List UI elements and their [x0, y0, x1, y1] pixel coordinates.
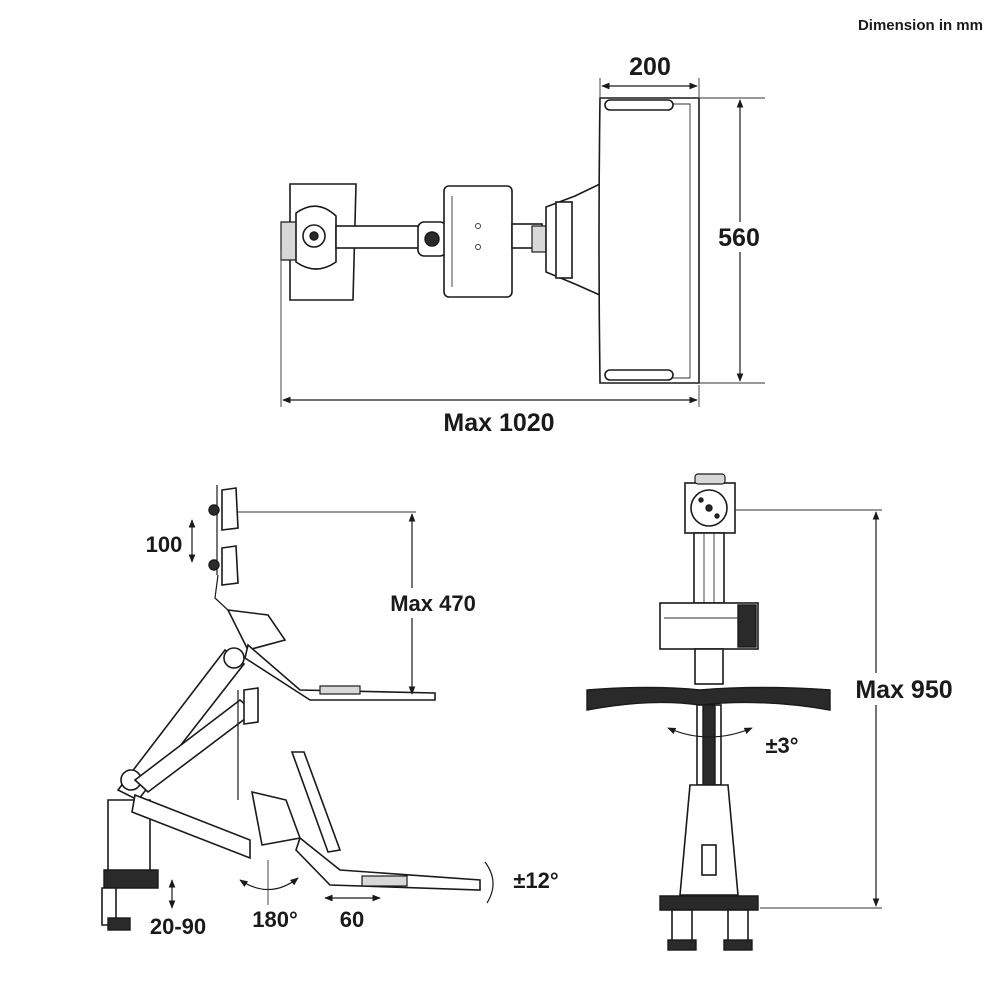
keyboard-tray-lowered [295, 836, 481, 891]
front-view: ±3° Max 950 [586, 473, 962, 951]
units-note: Dimension in mm [858, 17, 983, 34]
desk-clamp [103, 869, 159, 889]
width-label: 200 [629, 53, 671, 81]
clamp-range-label: 20-90 [150, 914, 206, 939]
forearm-link [131, 793, 251, 860]
side-view: 100 Max 470 20-90 180° 60 ±12° [101, 485, 559, 939]
upper-arm-segment [335, 225, 423, 249]
keyboard-tray [598, 97, 700, 384]
reach-label: Max 1020 [443, 409, 554, 437]
tray-bracket [545, 181, 603, 298]
monitor-head-lower [221, 545, 239, 586]
rotation-label: 180° [252, 907, 298, 932]
front-height-label: Max 950 [855, 676, 952, 704]
tilt-label: ±12° [513, 868, 558, 893]
tray-tilt-label: ±3° [765, 733, 798, 758]
monitor-travel-label: 100 [146, 532, 183, 557]
gas-spring-arm [116, 648, 246, 802]
keyboard-tray-front [586, 686, 831, 711]
slide-label: 60 [340, 907, 364, 932]
depth-label: 560 [718, 224, 760, 252]
front-stand [679, 784, 739, 896]
front-base [659, 895, 759, 911]
tray-tilted [290, 751, 342, 853]
monitor-head-upper [221, 487, 239, 531]
monitor-column [693, 532, 725, 604]
max-height-label: Max 470 [390, 591, 476, 616]
column-housing [443, 185, 513, 298]
keyboard-tray-raised [244, 643, 436, 701]
top-view: 200 560 Max 1020 [280, 53, 768, 437]
